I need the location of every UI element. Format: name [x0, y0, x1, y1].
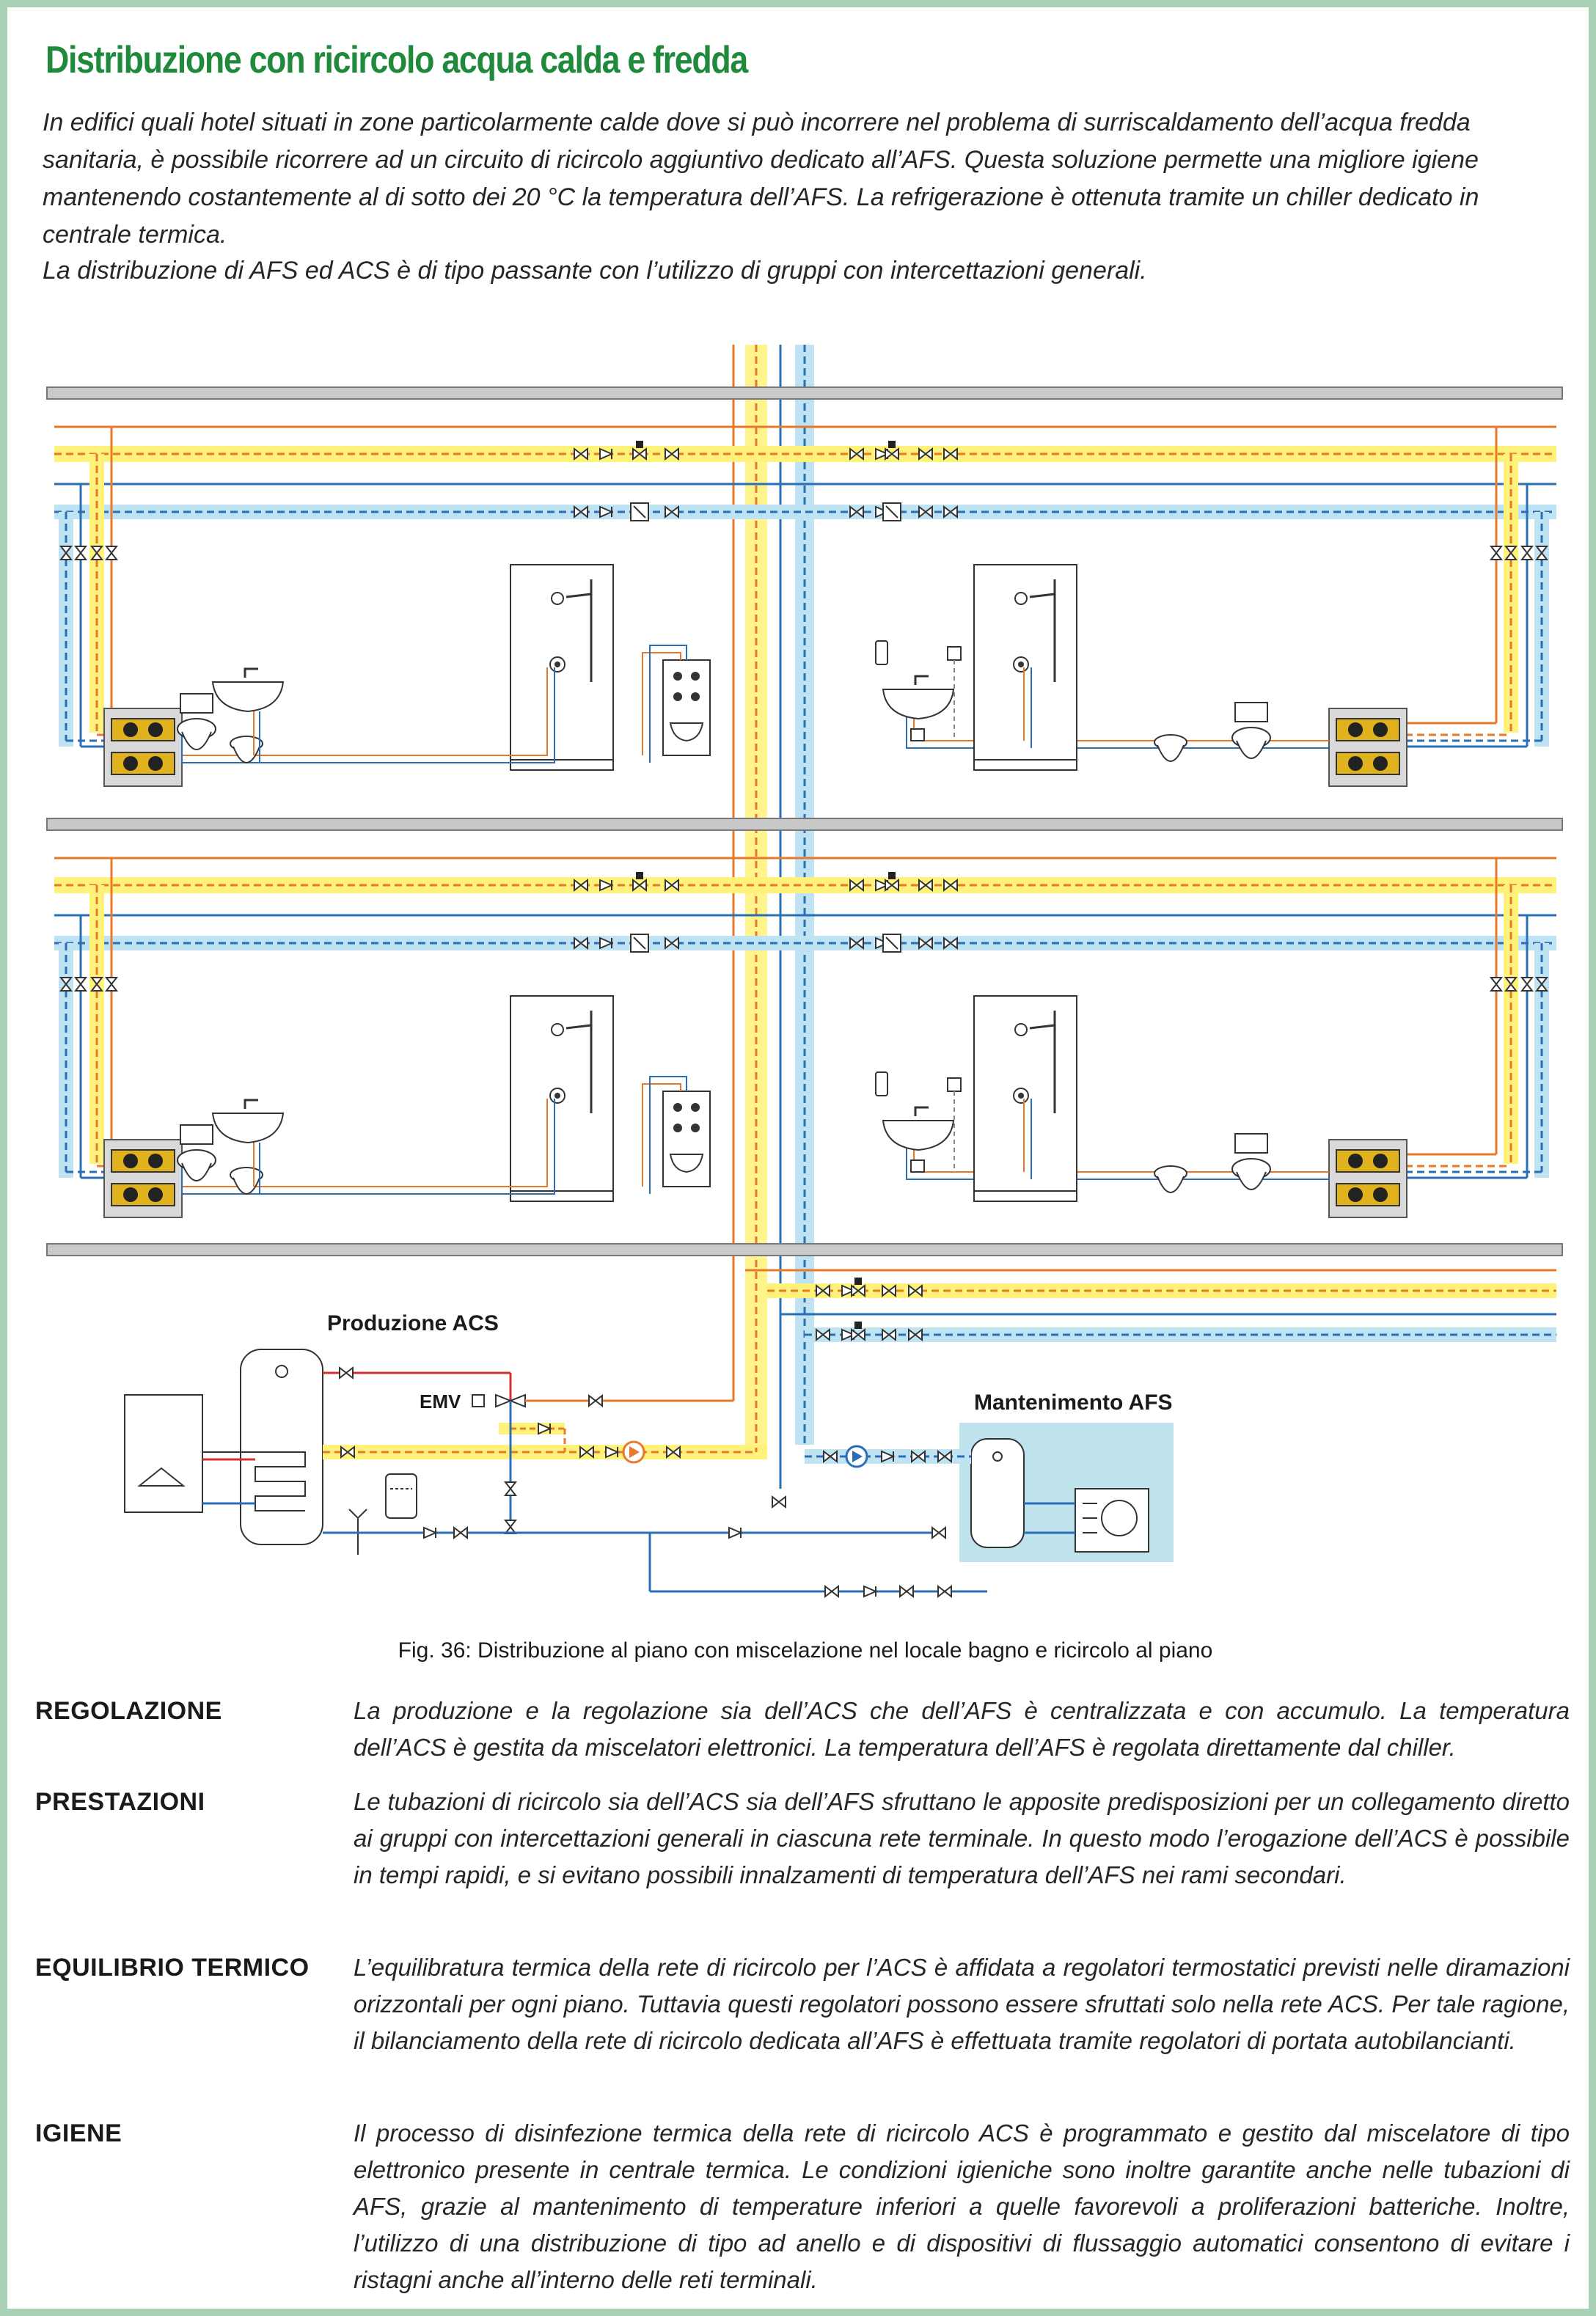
section-label-equilibrio-termico: EQUILIBRIO TERMICO: [35, 1954, 310, 1982]
storage-tank-icon: [970, 1438, 1025, 1548]
boiler-icon: [124, 1394, 203, 1513]
risers: [732, 345, 814, 1489]
section-label-regolazione: REGOLAZIONE: [35, 1697, 222, 1725]
floor-middle: [54, 857, 1556, 1218]
figure-caption: Fig. 36: Distribuzione al piano con misc…: [398, 1638, 1213, 1663]
maintenance-label: Mantenimento AFS: [974, 1390, 1173, 1415]
floor-slabs: [46, 386, 1563, 1256]
section-label-prestazioni: PRESTAZIONI: [35, 1788, 205, 1816]
basement-branches: [745, 1269, 1556, 1342]
intro-paragraph-2: La distribuzione di AFS ed ACS è di tipo…: [43, 257, 1147, 285]
section-text-equilibrio-termico: L’equilibratura termica della rete di ri…: [354, 1954, 1570, 2054]
distribution-diagram: Produzione ACS EMV: [46, 345, 1563, 1597]
section-label-igiene: IGIENE: [35, 2119, 122, 2147]
page-title: Distribuzione con ricircolo acqua calda …: [45, 39, 748, 81]
section-text-prestazioni: Le tubazioni di ricircolo sia dell’ACS s…: [354, 1788, 1570, 1888]
production-label: Produzione ACS: [327, 1311, 499, 1335]
section-text-regolazione: La produzione e la regolazione sia dell’…: [354, 1697, 1570, 1761]
plant-room: Produzione ACS EMV: [124, 1311, 1174, 1597]
section-text-igiene: Il processo di disinfezione termica dell…: [354, 2119, 1570, 2293]
emv-label: EMV: [420, 1390, 461, 1412]
storage-tank-icon: [240, 1349, 323, 1545]
floor-upper: [54, 425, 1556, 787]
intro-paragraph-1: In edifici quali hotel situati in zone p…: [43, 109, 1479, 249]
